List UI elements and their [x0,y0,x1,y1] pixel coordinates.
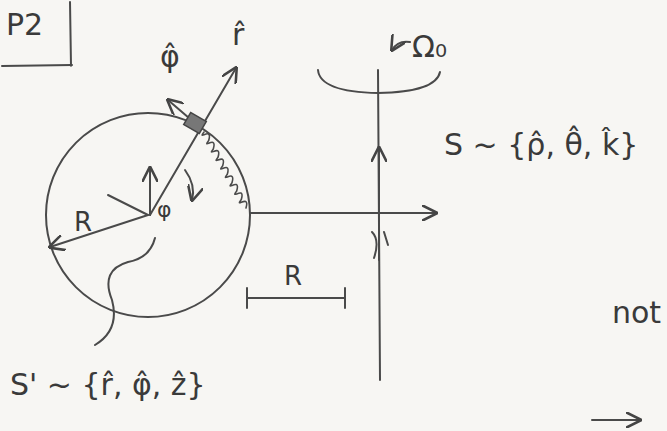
partial-arrow [592,419,640,421]
horizontal-arrow [250,212,436,214]
frame-label: S' ~ {r̂, φ̂, ẑ} [10,368,206,401]
problem-number: P2 [6,8,43,41]
leader-line [95,238,155,345]
title-box: P2 [6,8,43,41]
radius-label: R [74,208,92,237]
note-text: not [612,296,661,329]
unit-vector: r̂ [232,18,244,51]
hoop-circle [46,113,250,317]
bead [184,112,207,133]
rotation-arrow [392,42,410,50]
radius-arrow [50,215,148,247]
axis-mark [372,232,388,258]
frame-label: S ~ {ρ̂, θ̂, k̂} [444,128,638,161]
unit-vector: φ̂ [160,40,180,73]
center-axis [149,168,151,215]
rotation-curve [318,70,440,93]
dimension-label: R [284,262,302,291]
title-box-line [2,2,72,66]
angle-arc [185,170,193,200]
radial-arrow [150,68,236,215]
spring-symbol [202,132,247,208]
rotation-axis [378,70,380,380]
axis-arrow [378,148,380,260]
rotation-rate: Ω₀ [412,30,447,63]
center-axis [108,195,148,215]
dimension-line [247,288,345,308]
angle-label: φ [157,198,172,222]
